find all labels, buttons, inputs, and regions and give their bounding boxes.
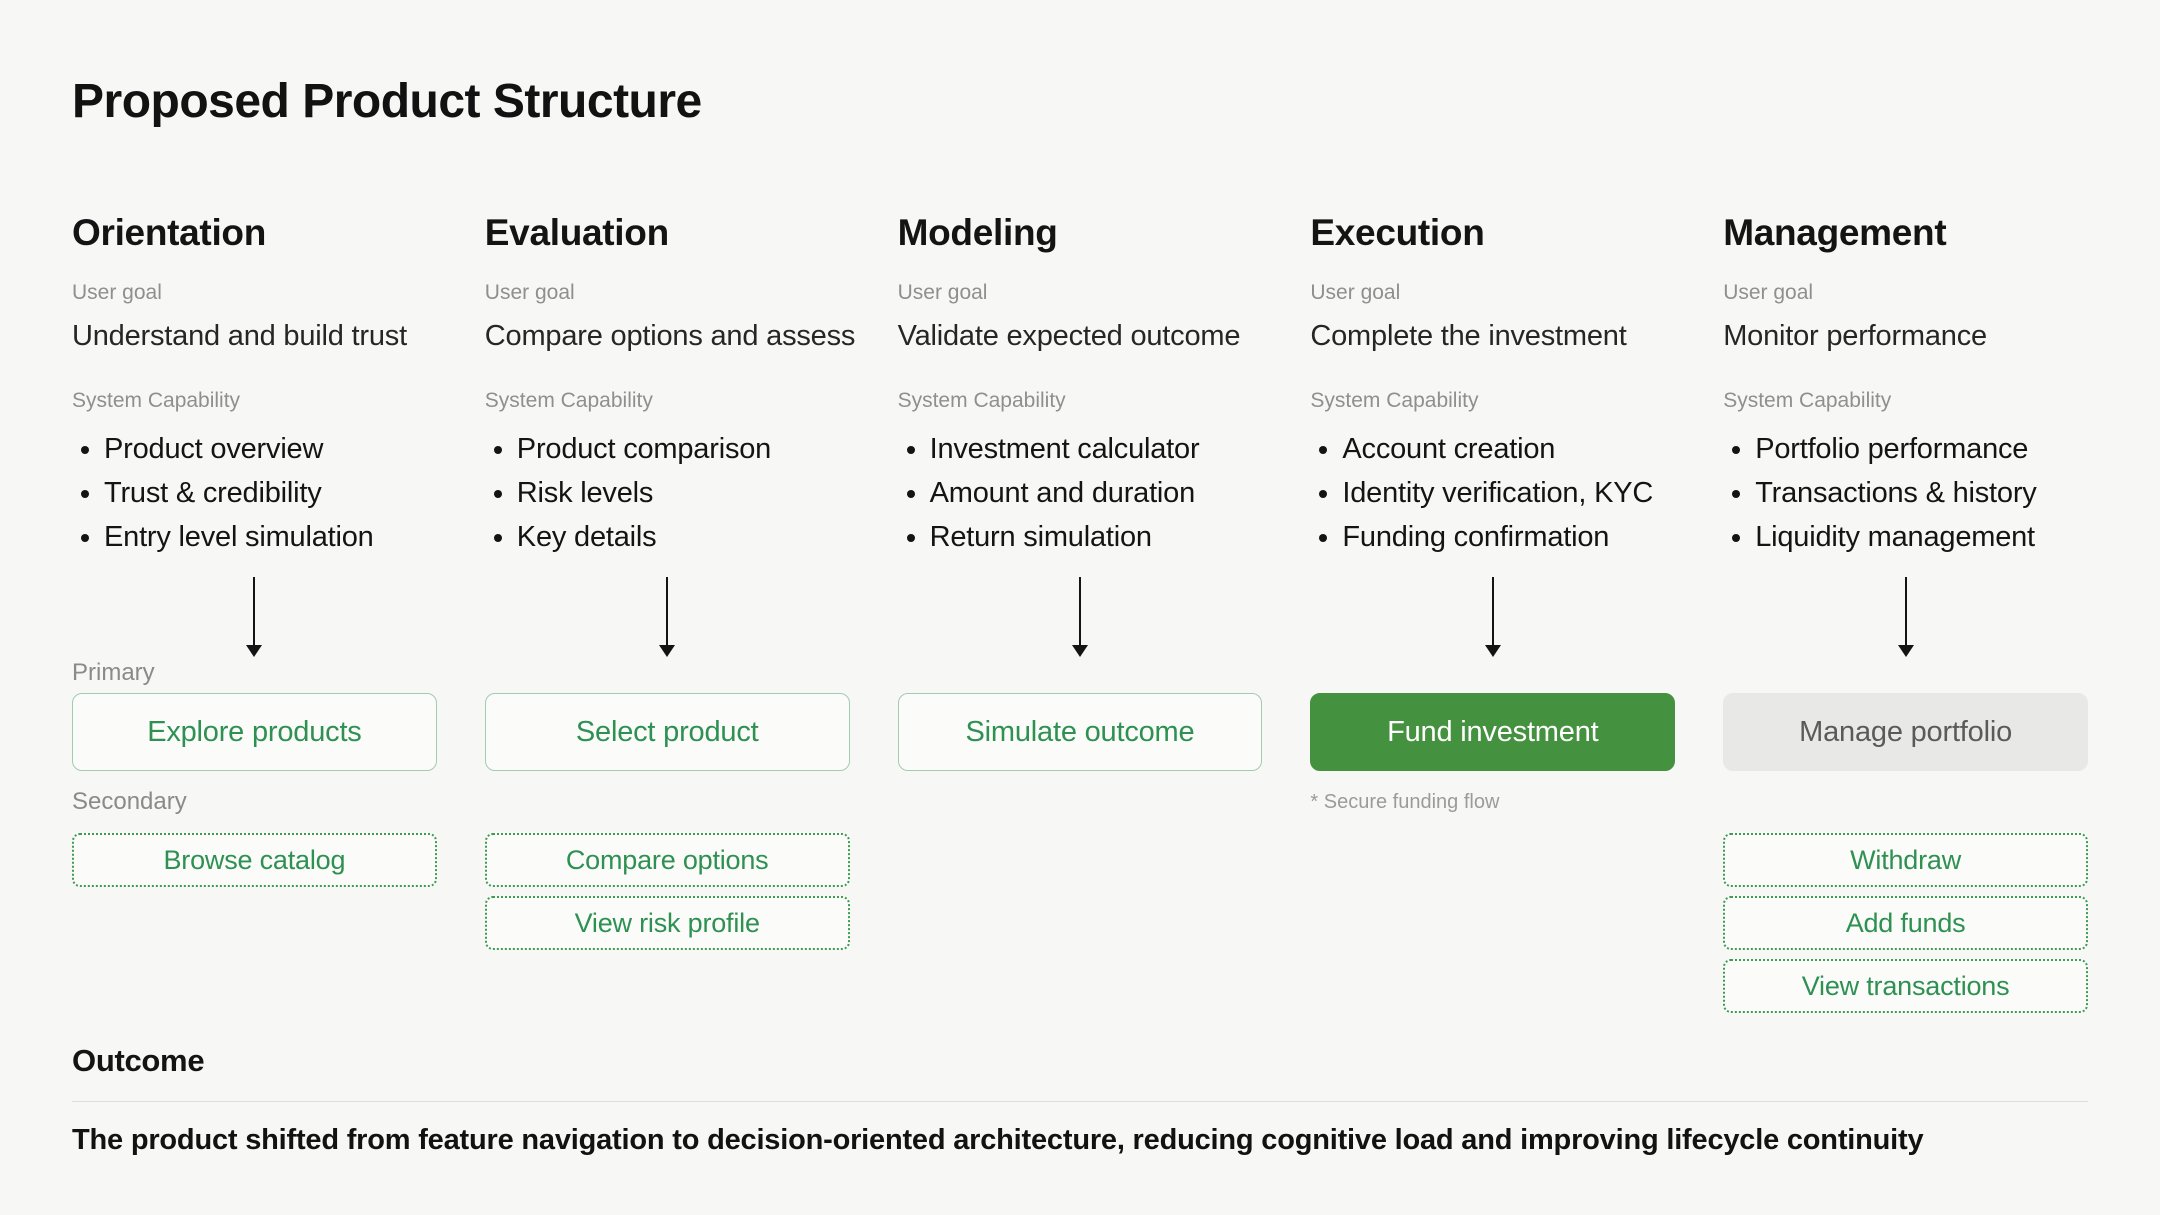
capability-list: Product comparison Risk levels Key detai… [485,427,850,559]
user-goal-label: User goal [897,280,988,304]
system-capability-label: System Capability [897,389,1066,413]
capability-item: Liquidity management [1755,515,2088,559]
secondary-label-slot: Secondary [72,771,437,833]
phase-columns: Orientation User goal Understand and bui… [72,212,2088,1014]
funding-note-slot: * Secure funding flow [1310,771,1675,833]
column-title: Management [1723,212,1947,253]
secondary-actions: Compare options View risk profile [484,833,850,951]
flow-arrow-zone [1723,565,2088,654]
user-goal-text: Understand and build trust [72,319,407,352]
capability-item: Return simulation [930,515,1263,559]
down-arrow-icon [1078,577,1081,654]
down-arrow-icon [1491,577,1494,654]
user-goal-label: User goal [1723,280,1814,304]
primary-label-slot [1723,653,2088,693]
page-title: Proposed Product Structure [72,75,702,128]
capability-item: Account creation [1342,427,1675,471]
secondary-label: Secondary [72,788,187,816]
flow-arrow-zone [485,565,850,654]
capability-item: Product comparison [517,427,850,471]
primary-label-slot [898,653,1263,693]
column-modeling: Modeling User goal Validate expected out… [897,212,1263,1013]
capability-item: Product overview [104,427,437,471]
primary-label-slot [485,653,850,693]
system-capability-label: System Capability [484,389,653,413]
system-capability-label: System Capability [72,389,241,413]
secondary-action-view-transactions[interactable]: View transactions [1723,959,2088,1014]
primary-action-select-product[interactable]: Select product [484,693,850,772]
primary-action-simulate-outcome[interactable]: Simulate outcome [897,693,1263,772]
system-capability-label: System Capability [1310,389,1479,413]
capability-item: Funding confirmation [1342,515,1675,559]
system-capability-label: System Capability [1723,389,1892,413]
outcome-section: Outcome The product shifted from feature… [72,1043,2088,1157]
secondary-actions: Browse catalog [72,833,437,888]
down-arrow-icon [666,577,669,654]
capability-list: Investment calculator Amount and duratio… [898,427,1263,559]
user-goal-text: Monitor performance [1723,319,1987,352]
capability-item: Identity verification, KYC [1342,471,1675,515]
secondary-action-browse-catalog[interactable]: Browse catalog [72,833,437,888]
capability-list: Account creation Identity verification, … [1310,427,1675,559]
user-goal-text: Compare options and assess [484,319,856,352]
capability-item: Risk levels [517,471,850,515]
capability-list: Portfolio performance Transactions & his… [1723,427,2088,559]
user-goal-label: User goal [72,280,162,304]
outcome-heading: Outcome [72,1043,205,1079]
user-goal-label: User goal [1310,280,1401,304]
secondary-actions: Withdraw Add funds View transactions [1723,833,2088,1014]
capability-item: Portfolio performance [1755,427,2088,471]
capability-item: Trust & credibility [104,471,437,515]
capability-item: Key details [517,515,850,559]
primary-label-slot: Primary [72,653,437,693]
secondary-label-slot [898,771,1263,833]
flow-arrow-zone [1310,565,1675,654]
capability-item: Investment calculator [930,427,1263,471]
capability-item: Amount and duration [930,471,1263,515]
primary-action-fund-investment[interactable]: Fund investment [1310,693,1676,772]
primary-label: Primary [72,659,155,687]
column-orientation: Orientation User goal Understand and bui… [72,212,437,1013]
secure-funding-note: * Secure funding flow [1310,790,1500,813]
column-execution: Execution User goal Complete the investm… [1310,212,1676,1013]
secondary-action-add-funds[interactable]: Add funds [1723,896,2088,951]
capability-list: Product overview Trust & credibility Ent… [72,427,437,559]
down-arrow-icon [253,577,256,654]
column-title: Orientation [72,212,267,253]
capability-item: Transactions & history [1755,471,2088,515]
secondary-label-slot [1723,771,2088,833]
secondary-action-compare-options[interactable]: Compare options [484,833,850,888]
column-title: Execution [1310,212,1485,253]
capability-item: Entry level simulation [104,515,437,559]
column-evaluation: Evaluation User goal Compare options and… [484,212,856,1013]
primary-label-slot [1310,653,1675,693]
column-title: Evaluation [484,212,669,253]
flow-arrow-zone [72,565,437,654]
primary-action-explore-products[interactable]: Explore products [72,693,437,772]
user-goal-label: User goal [484,280,575,304]
secondary-action-withdraw[interactable]: Withdraw [1723,833,2088,888]
outcome-divider [72,1101,2088,1103]
primary-action-manage-portfolio[interactable]: Manage portfolio [1723,693,2088,772]
outcome-text: The product shifted from feature navigat… [72,1124,1924,1157]
user-goal-text: Validate expected outcome [897,319,1241,352]
down-arrow-icon [1904,577,1907,654]
secondary-action-view-risk-profile[interactable]: View risk profile [484,896,850,951]
user-goal-text: Complete the investment [1310,319,1627,352]
flow-arrow-zone [898,565,1263,654]
column-management: Management User goal Monitor performance… [1723,212,2088,1014]
secondary-label-slot [485,771,850,833]
column-title: Modeling [897,212,1058,253]
